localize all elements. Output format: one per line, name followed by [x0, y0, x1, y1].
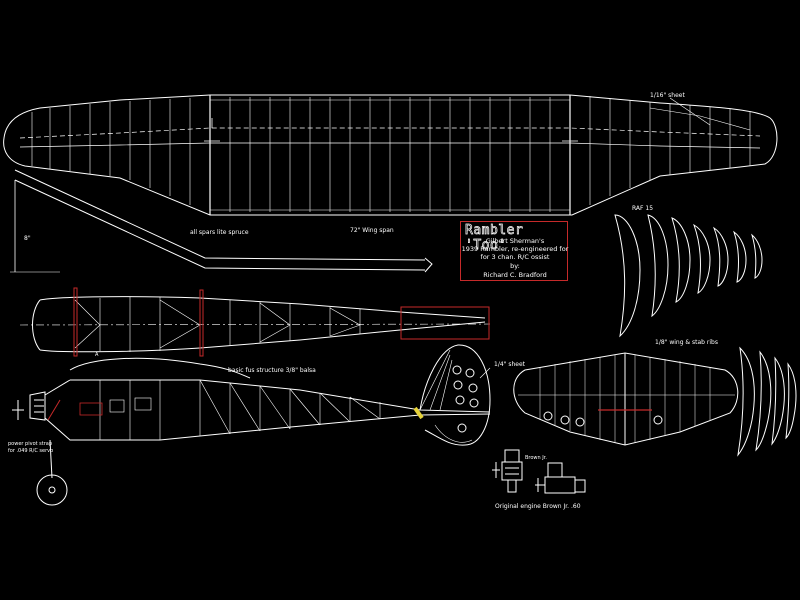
fuselage-top-view — [19, 296, 491, 353]
wing-span-label: 72" Wing span — [350, 227, 394, 234]
title-line-2: 1939 Rambler, re-engineered for — [461, 245, 569, 253]
fuselage-side-view — [12, 357, 491, 506]
title-line-3: for 3 chan. R/C ossist — [480, 253, 550, 261]
dihedral-label: 8" — [24, 235, 31, 242]
title-line-5: Richard C. Bradford — [483, 271, 547, 279]
wing-planform — [3, 94, 778, 216]
engine-label: Brown Jr. — [525, 455, 547, 461]
sheet-wing-label: 1/16" sheet — [650, 92, 685, 99]
engine-drawing-side — [535, 462, 586, 494]
title-text: Rambler 'Too' — [465, 223, 524, 254]
fuselage-label: basic fus structure 3/8" balsa — [228, 367, 316, 374]
marker-a: A — [95, 352, 99, 358]
sheet-fin-label: 1/4" sheet — [494, 361, 525, 368]
spars-label: all spars lite spruce — [190, 229, 249, 236]
engine-drawing-front — [492, 449, 523, 493]
wing-front-view — [10, 169, 433, 273]
stab-ribs — [737, 346, 797, 457]
stabilizer — [513, 352, 739, 446]
fin-and-rudder — [419, 344, 491, 446]
title-line-1: Gilbert Sherman's — [485, 237, 545, 245]
wing-ribs — [614, 214, 763, 338]
original-engine-label: Original engine Brown Jr. .60 — [495, 503, 581, 510]
title-block: Rambler 'Too' Gilbert Sherman's 1939 Ram… — [460, 221, 568, 281]
raf-label: RAF 15 — [632, 205, 654, 212]
mount-label-2: for .049 R/C servo — [8, 448, 54, 454]
title-line-4: by: — [510, 262, 520, 270]
mount-label-1: power pivot strap — [8, 441, 53, 447]
ribs-label: 1/8" wing & stab ribs — [655, 339, 718, 346]
